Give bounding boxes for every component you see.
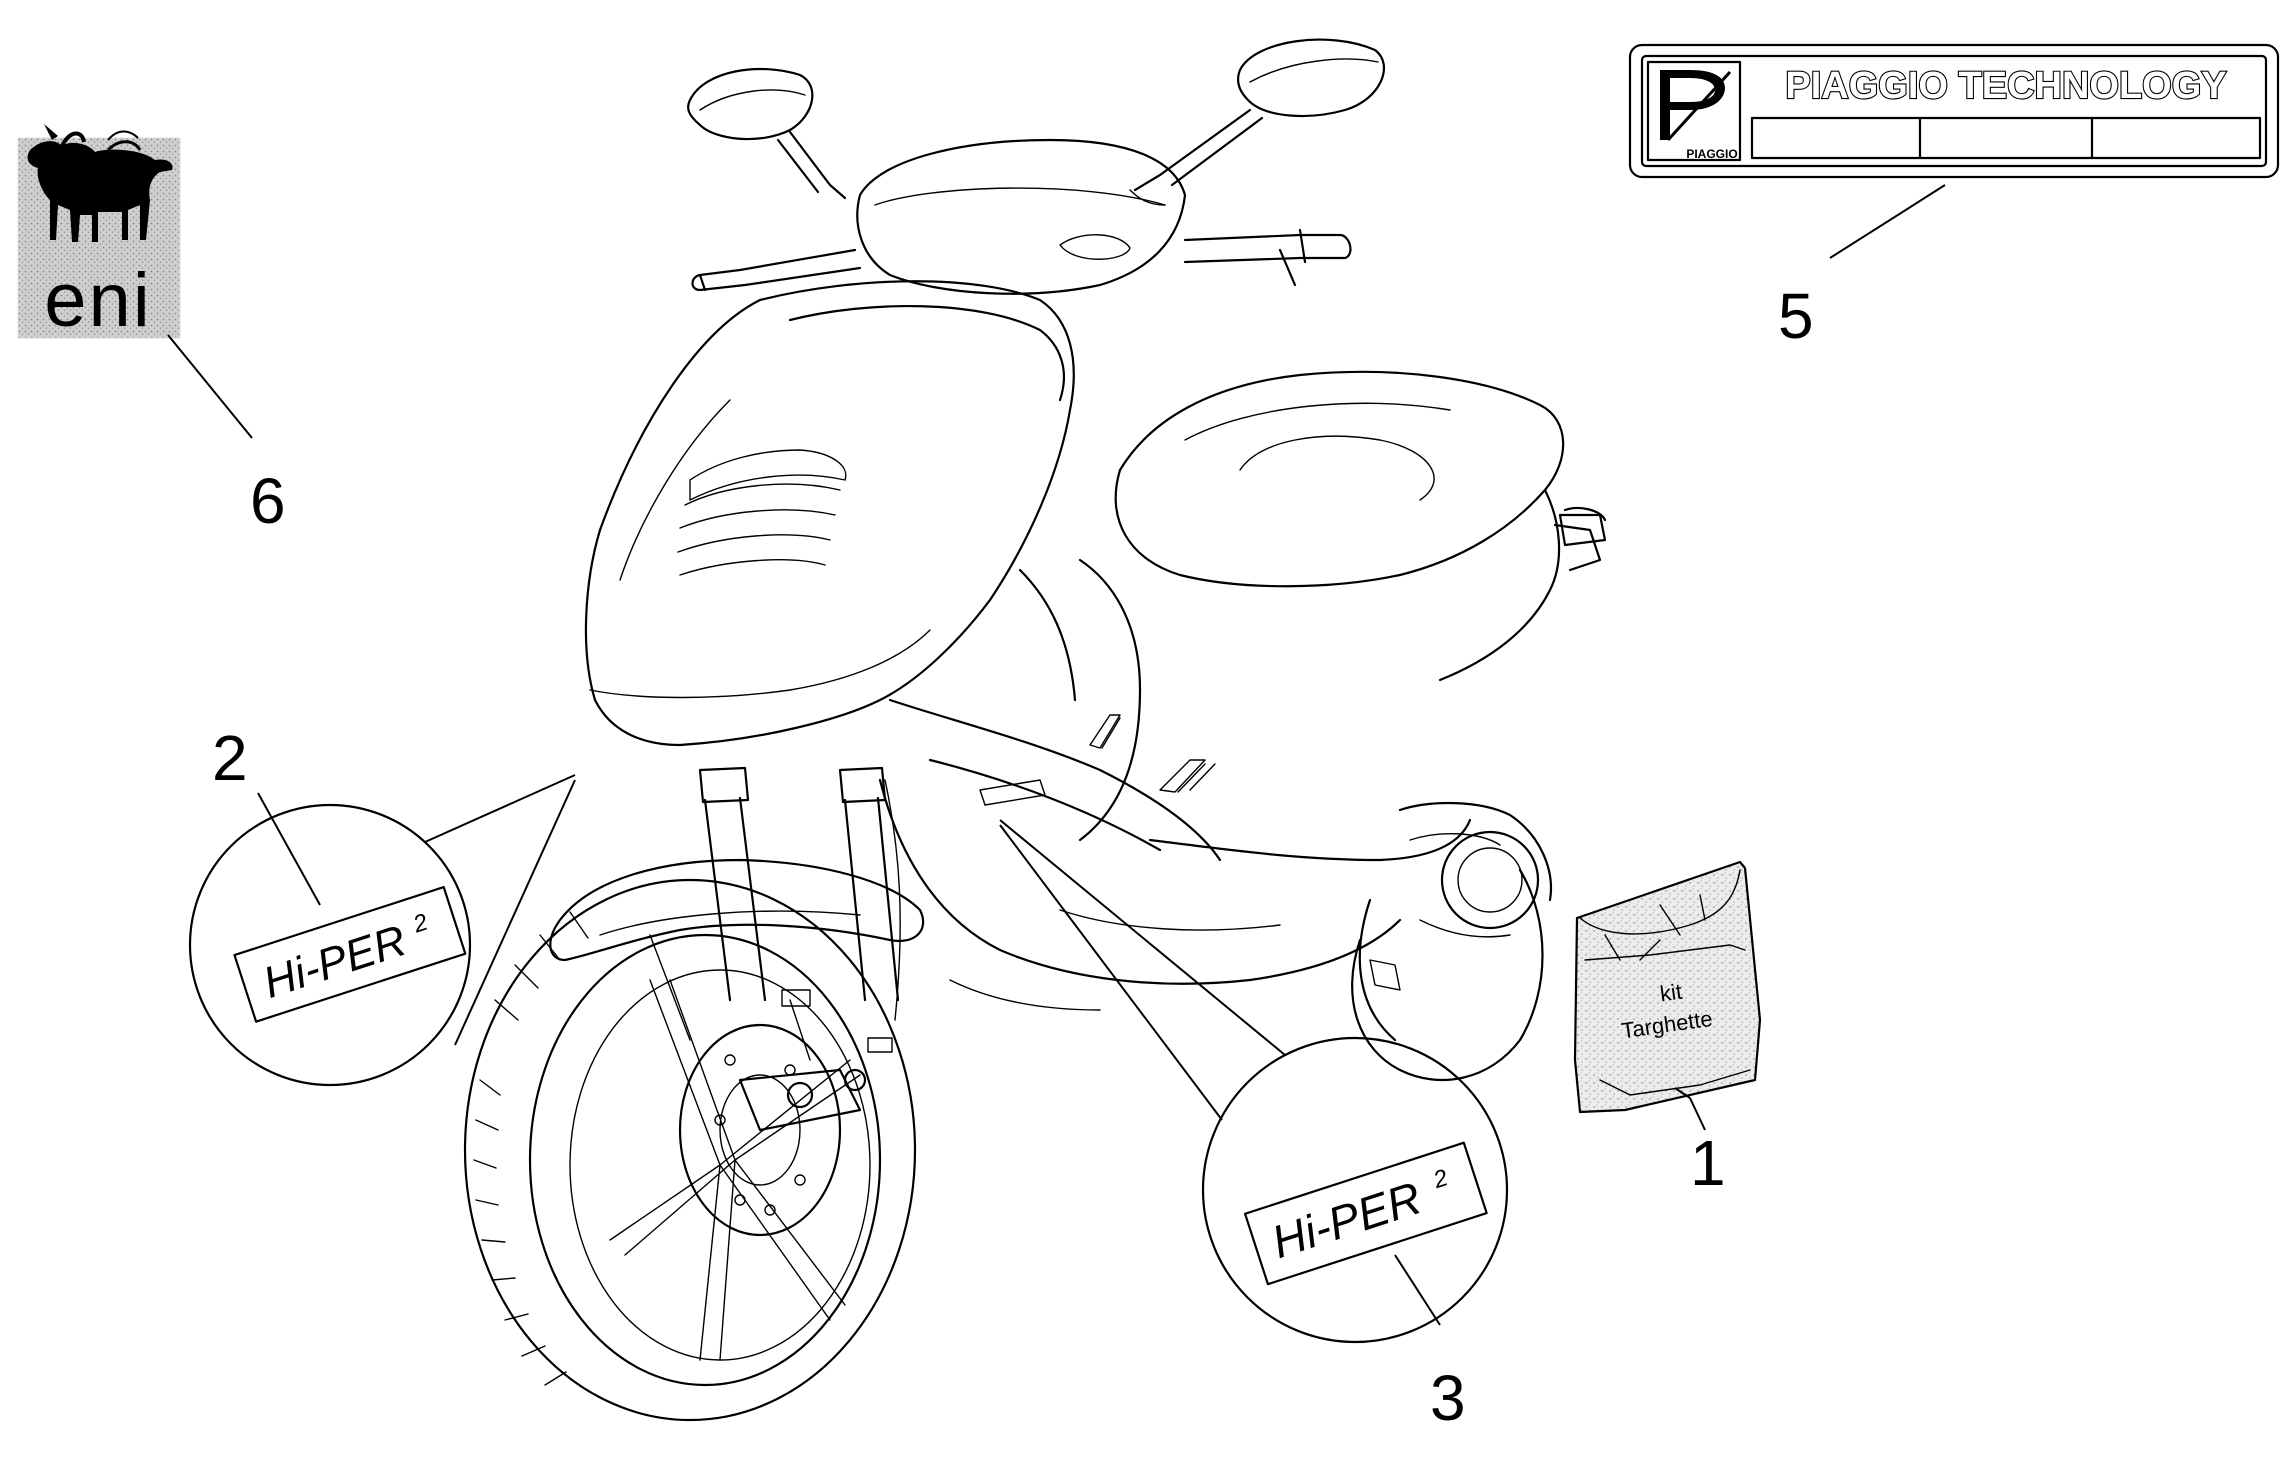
hiper-decal-left: Hi-PER 2 bbox=[188, 774, 576, 1087]
eni-dog-icon bbox=[27, 124, 173, 242]
callout-6: 6 bbox=[250, 465, 286, 537]
callout-2: 2 bbox=[212, 722, 248, 794]
kit-text: kit bbox=[1658, 979, 1683, 1007]
piaggio-technology-text: PIAGGIO TECHNOLOGY bbox=[1785, 65, 2226, 107]
front-shield bbox=[584, 280, 1075, 747]
eni-text: eni bbox=[44, 258, 151, 343]
piaggio-small-text: PIAGGIO bbox=[1686, 147, 1737, 161]
front-fender bbox=[549, 858, 925, 1041]
right-mirror bbox=[1133, 38, 1386, 192]
hiper-decal-right: Hi-PER 2 bbox=[999, 819, 1509, 1344]
headset bbox=[691, 138, 1352, 295]
hiper-sup-left: 2 bbox=[409, 909, 431, 939]
hiper-text-left: Hi-PER bbox=[258, 916, 413, 1008]
hiper-text-right: Hi-PER bbox=[1266, 1171, 1428, 1268]
callout-5: 5 bbox=[1778, 280, 1814, 352]
front-fork bbox=[698, 766, 901, 1021]
eni-decal: eni bbox=[17, 124, 181, 343]
callout-1: 1 bbox=[1690, 1127, 1726, 1199]
seat-and-body bbox=[878, 370, 1607, 1011]
callout-numbers: 1 2 3 5 6 bbox=[212, 280, 1814, 1434]
leader-lines bbox=[167, 184, 1946, 1326]
rear-wheel-engine bbox=[1351, 801, 1552, 1082]
hiper-sup-right: 2 bbox=[1429, 1164, 1451, 1194]
front-wheel bbox=[463, 878, 917, 1422]
scooter-illustration bbox=[463, 38, 1607, 1422]
piaggio-logo-icon bbox=[1660, 70, 1732, 142]
piaggio-technology-plate: PIAGGIO PIAGGIO TECHNOLOGY bbox=[1628, 43, 2280, 179]
left-mirror bbox=[687, 67, 847, 200]
callout-3: 3 bbox=[1430, 1362, 1466, 1434]
kit-targhette-bag: kit Targhette bbox=[1573, 860, 1762, 1114]
